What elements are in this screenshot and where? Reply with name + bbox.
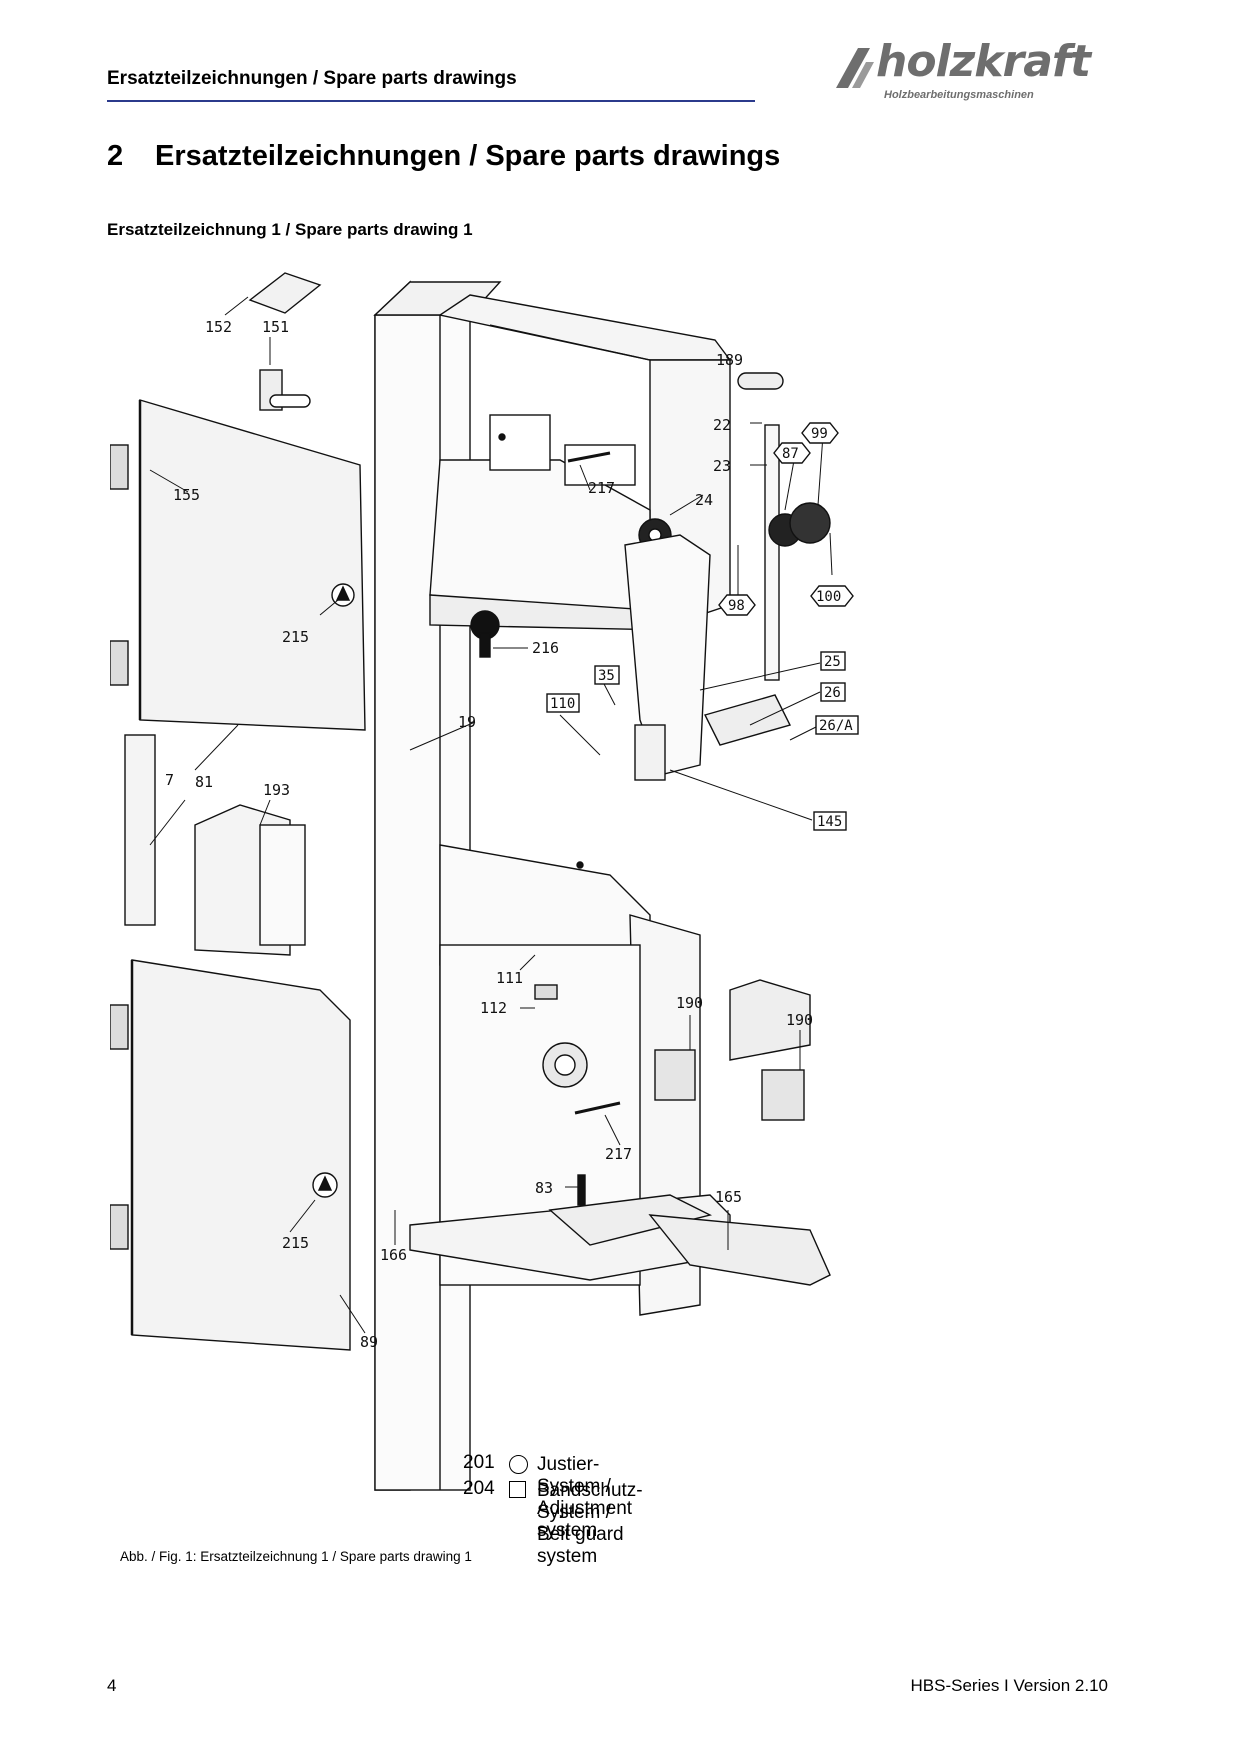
- section-title: Ersatzteilzeichnungen / Spare parts draw…: [155, 140, 781, 172]
- logo-mark-icon: [836, 48, 874, 88]
- adjustment-parts: 87 99 98 100: [718, 422, 854, 616]
- legend-text: Justier-System / Adjustment system: [537, 1454, 633, 1541]
- part-190-left: 190: [676, 994, 703, 1012]
- part-26: 26: [824, 685, 841, 701]
- part-189: 189: [716, 351, 743, 369]
- part-25: 25: [824, 654, 841, 670]
- section-heading: 2 Ersatzteilzeichnungen / Spare parts dra…: [107, 140, 780, 173]
- part-145: 145: [817, 814, 842, 830]
- part-110: 110: [550, 696, 575, 712]
- legend-code: 201: [463, 1452, 495, 1473]
- brand-logo: holzkraft Holzbearbeitungsmaschinen: [836, 36, 1111, 104]
- part-151: 151: [262, 318, 289, 336]
- drawing-subheading: Ersatzteilzeichnung 1 / Spare parts draw…: [107, 220, 473, 239]
- part-155: 155: [173, 486, 200, 504]
- square-symbol-icon: [509, 1481, 526, 1498]
- part-26a: 26/A: [819, 718, 853, 734]
- part-165: 165: [715, 1188, 742, 1206]
- column-frame: [373, 280, 502, 1491]
- part-215-lower: 215: [282, 1234, 309, 1252]
- section-number: 2: [107, 140, 124, 172]
- part-190-right: 190: [786, 1011, 813, 1029]
- logo-subtitle: Holzbearbeitungsmaschinen: [884, 89, 1034, 101]
- document-version: HBS-Series I Version 2.10: [910, 1676, 1108, 1695]
- logo-wordmark: holzkraft: [876, 36, 1091, 87]
- part-22: 22: [713, 416, 731, 434]
- legend-code: 204: [463, 1478, 495, 1499]
- part-89: 89: [360, 1333, 378, 1351]
- legend-text: Bandschutz-System / Belt guard system: [537, 1480, 643, 1567]
- part-99: 99: [811, 426, 828, 442]
- figure-caption: Abb. / Fig. 1: Ersatzteilzeichnung 1 / S…: [120, 1549, 472, 1564]
- lower-housing: [409, 844, 731, 1316]
- part-166: 166: [380, 1246, 407, 1264]
- small-parts: [124, 272, 831, 1286]
- part-217-lower: 217: [605, 1145, 632, 1163]
- circle-symbol-icon: [509, 1455, 528, 1474]
- header-rule: [107, 100, 755, 102]
- part-numbers: 152 151 155 215 7 81 193 19 216 217 24 1…: [165, 318, 813, 1351]
- part-216: 216: [532, 639, 559, 657]
- part-98: 98: [728, 598, 745, 614]
- part-100: 100: [816, 589, 841, 605]
- lower-door: [109, 959, 351, 1351]
- belt-guard-parts: 25 26 26/A 35 110 145: [546, 651, 859, 831]
- part-215-upper: 215: [282, 628, 309, 646]
- part-87: 87: [782, 446, 799, 462]
- upper-door: [109, 399, 366, 731]
- part-193: 193: [263, 781, 290, 799]
- part-24: 24: [695, 491, 713, 509]
- part-152: 152: [205, 318, 232, 336]
- part-112: 112: [480, 999, 507, 1017]
- leader-lines: [149, 296, 833, 1334]
- part-111: 111: [496, 969, 523, 987]
- part-81: 81: [195, 773, 213, 791]
- header-title: Ersatzteilzeichnungen / Spare parts draw…: [107, 68, 517, 89]
- part-83: 83: [535, 1179, 553, 1197]
- part-23: 23: [713, 457, 731, 475]
- part-217-upper: 217: [588, 479, 615, 497]
- page-number: 4: [107, 1676, 117, 1695]
- spare-parts-drawing: 152 151 155 215 7 81 193 19 216 217 24 1…: [109, 265, 1000, 1525]
- part-7: 7: [165, 771, 174, 789]
- part-19: 19: [458, 713, 476, 731]
- part-35: 35: [598, 668, 615, 684]
